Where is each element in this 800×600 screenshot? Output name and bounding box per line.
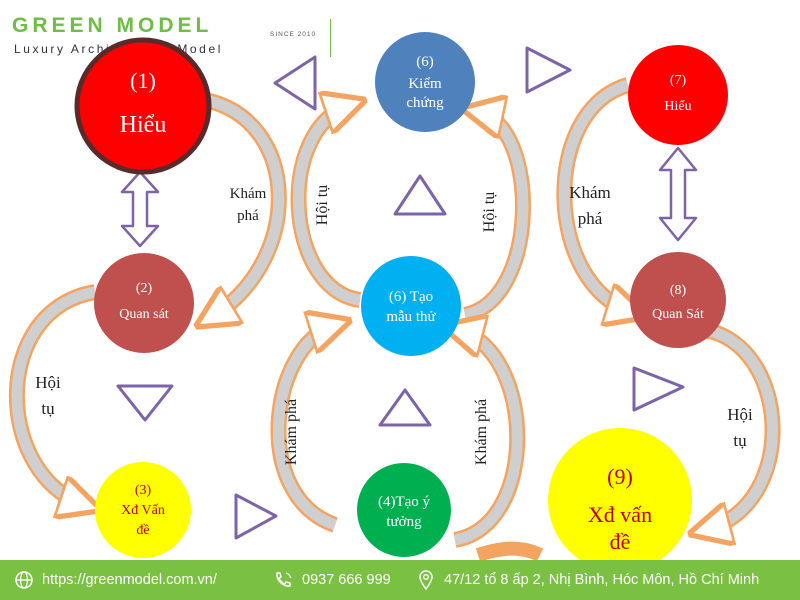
triangle-down-left	[116, 384, 174, 422]
node-2-label: Quan sát	[119, 307, 168, 322]
node-4-label: tưởng	[386, 514, 422, 530]
double-arrow-1-2	[120, 170, 160, 248]
triangle-up-bottom-center	[378, 388, 432, 427]
arrow-8-to-9	[705, 322, 781, 530]
website-link[interactable]: https://greenmodel.com.vn/	[42, 572, 217, 588]
brand-name: GREEN MODEL	[12, 14, 213, 37]
label-kham-pha-3: Khám phá	[283, 399, 300, 465]
label-hoi-tu-3b: tụ	[41, 399, 55, 418]
arrow-2-to-3	[8, 284, 95, 505]
node-1: (1) Hiểu	[74, 37, 212, 175]
node-3: (3) Xđ Vấn đề	[95, 462, 191, 558]
brand-since: SINCE 2010	[270, 31, 317, 38]
node-3-label-2: đề	[136, 523, 149, 538]
arrow-bottom-to-9	[475, 541, 544, 560]
double-arrow-7-8	[658, 146, 698, 242]
node-8-label: Quan Sát	[652, 307, 704, 322]
label-kham-pha-1b: phá	[237, 208, 259, 224]
arrow-6b-to-6a-right	[465, 112, 531, 323]
arrow-1-to-2	[205, 92, 287, 318]
node-6a-number: (6)	[416, 54, 434, 70]
arrow-6b-to-6a	[290, 105, 360, 308]
node-4: (4)Tạo ý tưởng	[357, 463, 451, 557]
node-9-number: (9)	[607, 464, 633, 489]
design-thinking-diagram: (1) Hiểu (2) Quan sát (3) Xđ Vấn đề (6) …	[8, 32, 781, 560]
arrow-4-to-6b-right	[455, 330, 526, 548]
phone-number[interactable]: 0937 666 999	[302, 572, 391, 588]
triangle-right-top	[525, 46, 572, 94]
label-hoi-tu-2: Hội tụ	[481, 192, 498, 232]
node-7: (7) Hiểu	[628, 45, 728, 145]
triangle-up-center	[393, 174, 447, 216]
triangle-right-bottom	[234, 493, 278, 540]
footer-address: 47/12 tổ 8 ấp 2, Nhị Bình, Hóc Môn, Hồ C…	[416, 560, 759, 600]
node-3-label: Xđ Vấn	[121, 503, 165, 518]
label-hoi-tu-3a: Hội	[35, 373, 61, 392]
node-1-number: (1)	[130, 68, 156, 93]
node-6a-label-2: chứng	[406, 95, 444, 111]
node-9-label: Xđ vấn	[588, 502, 652, 527]
triangle-left-top	[273, 55, 317, 111]
arrow-7-to-8	[556, 77, 632, 312]
node-4-number: (4)Tạo ý	[378, 494, 431, 510]
arrow-4-to-6b	[270, 325, 335, 533]
brand-divider	[330, 19, 331, 57]
node-9: (9) Xđ vấn đề	[548, 428, 692, 560]
triangle-right-lower	[632, 366, 685, 412]
location-pin-icon	[419, 570, 433, 591]
label-kham-pha-1a: Khám	[230, 186, 267, 202]
label-kham-pha-2a: Khám	[569, 183, 611, 202]
node-8: (8) Quan Sát	[630, 252, 726, 348]
phone-icon	[276, 572, 292, 587]
node-9-label-2: đề	[610, 529, 631, 554]
node-6-prototype: (6) Tạo mẫu thử	[361, 256, 461, 356]
footer-phone[interactable]: 0937 666 999	[272, 560, 391, 600]
contact-footer: https://greenmodel.com.vn/ 0937 666 999 …	[0, 560, 800, 600]
node-2: (2) Quan sát	[94, 253, 194, 353]
node-6a-label: Kiểm	[408, 76, 442, 92]
globe-icon	[15, 571, 33, 589]
label-kham-pha-2b: phá	[578, 209, 603, 228]
footer-website[interactable]: https://greenmodel.com.vn/	[14, 560, 217, 600]
node-8-number: (8)	[670, 283, 687, 298]
node-7-number: (7)	[670, 73, 687, 88]
label-hoi-tu-1: Hội tụ	[314, 185, 331, 225]
node-6-verify: (6) Kiểm chứng	[375, 32, 475, 132]
node-6b-number: (6) Tạo	[389, 289, 433, 305]
node-7-label: Hiểu	[664, 99, 691, 114]
label-hoi-tu-4b: tụ	[733, 431, 747, 450]
node-6b-label: mẫu thử	[386, 309, 436, 325]
label-kham-pha-4: Khám phá	[473, 399, 490, 465]
label-hoi-tu-4a: Hội	[727, 405, 753, 424]
node-1-label: Hiểu	[120, 112, 167, 138]
node-3-number: (3)	[135, 483, 152, 498]
address-text: 47/12 tổ 8 ấp 2, Nhị Bình, Hóc Môn, Hồ C…	[444, 572, 760, 588]
node-2-number: (2)	[136, 281, 153, 296]
